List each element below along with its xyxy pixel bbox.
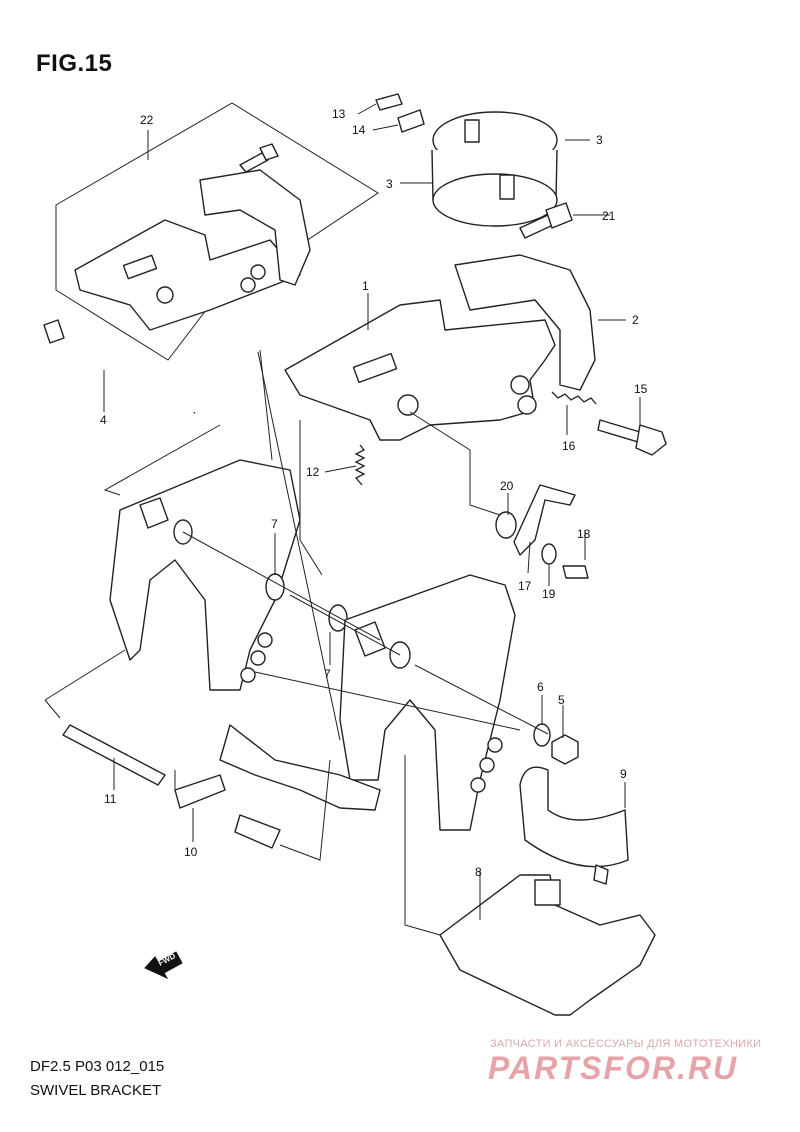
part-5-nut	[551, 734, 579, 765]
part-7-washer	[265, 573, 285, 601]
callout-20: 20	[500, 479, 514, 493]
callout-21: 21	[602, 209, 616, 223]
part-4-through-bolt	[43, 319, 196, 414]
assembly-22-outline	[55, 102, 379, 361]
callout-19: 19	[542, 587, 556, 601]
callout-4: 4	[100, 413, 107, 427]
parts-13-14-pads	[375, 93, 425, 133]
figure-title: FIG.15	[36, 50, 113, 77]
callout-17: 17	[518, 579, 532, 593]
diagram-code: DF2.5 P03 012_015	[30, 1058, 165, 1075]
callout-9: 9	[620, 767, 627, 781]
callout-1: 1	[362, 279, 369, 293]
part-11-pin	[62, 724, 166, 786]
part-1-2-swivel-bracket	[284, 254, 596, 441]
callout-6: 6	[537, 680, 544, 694]
callout-5: 5	[558, 693, 565, 707]
callout-7-right: 7	[324, 667, 331, 681]
callout-3-side: 3	[386, 177, 393, 191]
tilt-plate	[219, 724, 381, 811]
part-7-washer-2	[328, 604, 348, 632]
callout-2: 2	[632, 313, 639, 327]
leader-lines	[44, 103, 641, 936]
watermark-logo: PARTSFOR.RU	[488, 1050, 739, 1086]
callout-labels: 22 13 14 3 3 21 1 2 15 16 4 12 20 18 17 …	[100, 107, 648, 879]
callout-3-top: 3	[596, 133, 603, 147]
part-3-bushing	[431, 111, 558, 227]
part-6-washer	[533, 723, 551, 747]
watermark-subtitle: ЗАПЧАСТИ И АКСЕССУАРЫ ДЛЯ МОТОТЕХНИКИ	[490, 1038, 762, 1050]
part-21-bolt	[519, 202, 573, 239]
callout-16: 16	[562, 439, 576, 453]
fwd-arrow-icon: FWD	[144, 951, 183, 980]
callout-10: 10	[184, 845, 198, 859]
left-clamp-bracket	[109, 459, 301, 691]
part-8-lower-bracket	[439, 874, 656, 1016]
part-22-clamp-bracket	[74, 143, 311, 331]
part-12-spring	[354, 444, 366, 486]
callout-8: 8	[475, 865, 482, 879]
parts-17-20-lever-spring	[495, 484, 589, 579]
callout-22: 22	[140, 113, 154, 127]
callout-12: 12	[306, 465, 320, 479]
callout-11: 11	[104, 792, 117, 806]
diagram-name: SWIVEL BRACKET	[30, 1082, 162, 1099]
callout-14: 14	[352, 123, 366, 137]
parts-15-16-screw-spring	[551, 391, 667, 456]
callout-15: 15	[634, 382, 648, 396]
callout-13: 13	[332, 107, 346, 121]
callout-7-left: 7	[271, 517, 278, 531]
part-9-band	[519, 766, 629, 885]
callout-18: 18	[577, 527, 591, 541]
part-10-lever	[174, 774, 281, 849]
